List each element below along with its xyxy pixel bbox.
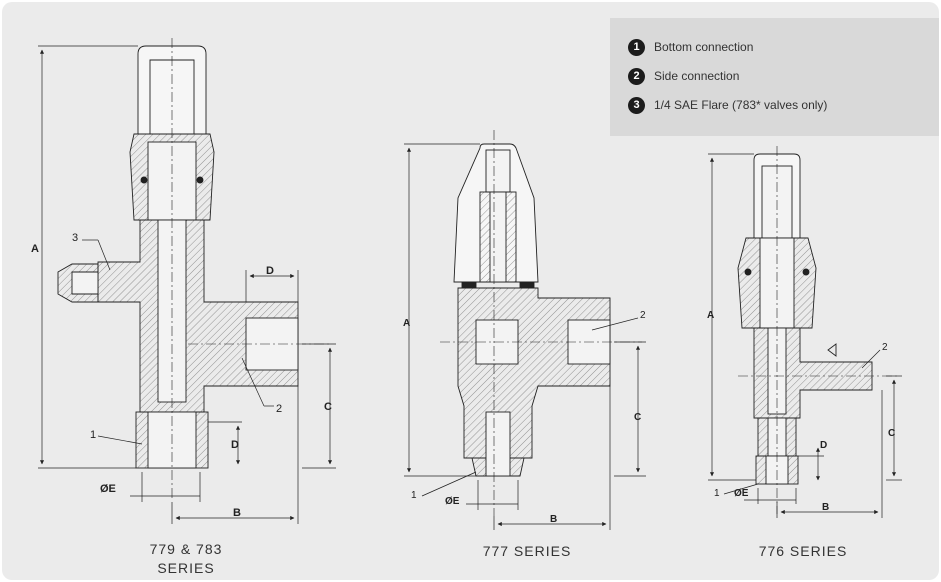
valve-776-dimensions (708, 153, 902, 518)
callout-2-label: 2 (276, 403, 282, 415)
dimension-e-label: ØE (734, 488, 749, 499)
dimension-b-label: B (822, 502, 829, 513)
caption-line: 779 & 783 (149, 541, 223, 557)
caption-776-series: 776 SERIES (758, 543, 848, 559)
legend-label: 1/4 SAE Flare (783* valves only) (654, 98, 828, 112)
legend-item-sae-flare: 3 1/4 SAE Flare (783* valves only) (628, 95, 827, 115)
dimension-d-label: D (820, 440, 827, 451)
callout-1-label: 1 (411, 490, 417, 501)
dimension-c-label: C (888, 428, 895, 439)
valve-777-drawing (440, 130, 642, 516)
valve-776-labels: A B C D ØE 1 2 (707, 310, 895, 513)
dimension-b-label: B (233, 507, 241, 519)
valve-779-783-labels: A B C D D ØE 1 2 3 (31, 232, 332, 519)
valve-777-labels: A B C ØE 1 2 (403, 310, 646, 525)
dimension-b-label: B (550, 514, 557, 525)
callout-3-label: 3 (72, 232, 78, 244)
legend-number-badge: 2 (628, 67, 645, 85)
dimension-a-label: A (707, 310, 714, 321)
callout-1-label: 1 (90, 429, 96, 441)
dimension-a-label: A (31, 243, 39, 255)
caption-777-series: 777 SERIES (482, 543, 572, 559)
legend-box: 1 Bottom connection 2 Side connection 3 … (610, 18, 939, 136)
legend-number-badge: 1 (628, 38, 645, 56)
dimension-c-label: C (324, 401, 332, 413)
valve-779-783-dimensions (38, 45, 336, 524)
legend-number-badge: 3 (628, 96, 645, 114)
callout-2-label: 2 (640, 310, 646, 321)
legend-item-side-connection: 2 Side connection (628, 66, 739, 86)
dimension-d-label: D (266, 265, 274, 277)
legend-item-bottom-connection: 1 Bottom connection (628, 37, 753, 57)
valve-776-drawing (737, 146, 900, 514)
dimension-c-label: C (634, 412, 641, 423)
caption-779-783-series: 779 & 783 SERIES (116, 540, 256, 578)
valve-779-783-drawing (57, 38, 332, 500)
valve-777-dimensions (404, 143, 646, 530)
caption-line: SERIES (157, 560, 215, 576)
dimension-e-label: ØE (100, 483, 116, 495)
legend-label: Bottom connection (654, 40, 754, 54)
dimension-e-label: ØE (445, 496, 460, 507)
dimension-d-label: D (231, 439, 239, 451)
callout-2-label: 2 (882, 342, 888, 353)
legend-label: Side connection (654, 69, 740, 83)
callout-1-label: 1 (714, 488, 720, 499)
dimension-a-label: A (403, 318, 410, 329)
